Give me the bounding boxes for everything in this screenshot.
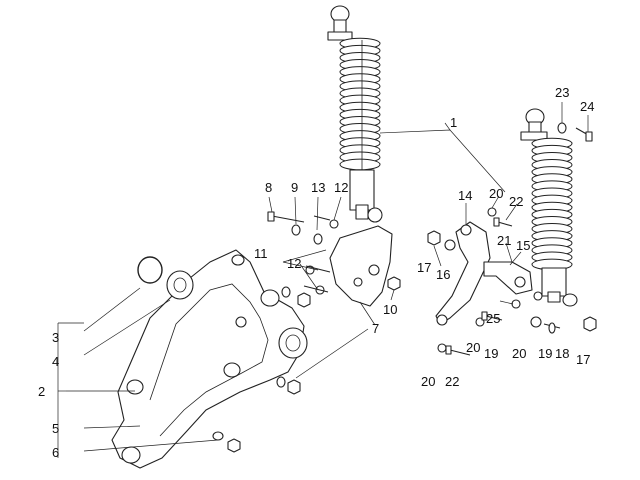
linkage-fasteners [427,122,597,356]
circlip [137,256,163,284]
callout-1: 1 [450,115,457,130]
callout-2: 2 [38,384,45,399]
callout-19b: 19 [538,346,552,361]
swingarm-casing [111,249,308,469]
callout-18: 18 [555,346,569,361]
callout-8: 8 [265,180,272,195]
callout-labels: 1 2 3 4 5 6 7 8 9 10 11 12 12 13 14 15 1… [38,85,594,460]
callout-19a: 19 [484,346,498,361]
bearing [166,270,194,300]
callout-24: 24 [580,99,594,114]
callout-4: 4 [52,354,59,369]
right-spring [531,137,573,271]
shock-absorber-left [327,5,383,223]
shock-bracket [329,225,401,307]
bracket-bolts [267,211,339,295]
callout-5: 5 [52,421,59,436]
callout-20d: 20 [421,374,435,389]
callout-3: 3 [52,330,59,345]
callout-10: 10 [383,302,397,317]
callout-22b: 22 [445,374,459,389]
leader-lines [57,102,589,458]
callout-12a: 12 [334,180,348,195]
callout-11: 11 [254,246,268,261]
callout-7: 7 [372,321,379,336]
callout-20b: 20 [466,340,480,355]
callout-16: 16 [436,267,450,282]
callout-15: 15 [516,238,530,253]
callout-22a: 22 [509,194,523,209]
linkage-arm [435,221,533,326]
callout-25: 25 [486,311,500,326]
casing-fasteners [212,286,311,453]
callout-20c: 20 [512,346,526,361]
callout-14: 14 [458,188,472,203]
callout-17a: 17 [417,260,431,275]
callout-12b: 12 [287,256,301,271]
left-spring [339,37,381,171]
callout-21: 21 [497,233,511,248]
callout-9: 9 [291,180,298,195]
callout-23: 23 [555,85,569,100]
callout-6: 6 [52,445,59,460]
callout-20a: 20 [489,186,503,201]
left-spring-coil [339,158,381,171]
callout-17b: 17 [576,352,590,367]
callout-13: 13 [311,180,325,195]
shock-absorber-right [520,108,578,307]
